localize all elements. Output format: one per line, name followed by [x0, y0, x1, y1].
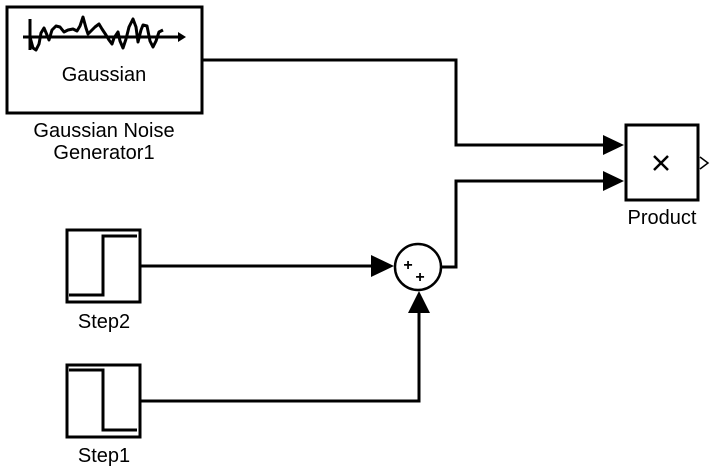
step-down-icon [69, 368, 137, 432]
step2-label[interactable]: Step2 [77, 311, 131, 333]
arrowhead-icon [408, 291, 430, 313]
signal-line-step1-to-sum[interactable] [140, 312, 421, 403]
noise-waveform-icon [23, 15, 186, 52]
step1-block[interactable] [65, 363, 142, 439]
sum-block[interactable]: + + [393, 242, 443, 292]
arrowhead-icon [603, 171, 624, 191]
gaussian-block-label[interactable]: Gaussian Noise Generator1 [0, 120, 208, 164]
step2-block[interactable] [65, 228, 142, 304]
sum-sign-1: + [403, 257, 412, 274]
product-output-port-icon[interactable] [699, 156, 710, 170]
signal-line-gaussian-to-product[interactable] [202, 58, 606, 147]
step-up-icon [69, 234, 137, 297]
product-block-frame[interactable] [624, 123, 700, 202]
gaussian-label-line-1: Gaussian Noise [33, 120, 175, 142]
step1-label[interactable]: Step1 [77, 445, 131, 467]
product-block[interactable] [624, 123, 710, 202]
multiply-icon [653, 155, 669, 171]
gaussian-noise-block[interactable]: Gaussian [5, 5, 204, 115]
connections [140, 58, 624, 403]
arrowhead-icon [603, 135, 624, 155]
product-label[interactable]: Product [627, 207, 697, 229]
arrowhead-icon [371, 255, 394, 277]
gaussian-label-line-2: Generator1 [53, 142, 155, 164]
sum-sign-2: + [415, 269, 424, 286]
gaussian-block-text: Gaussian [62, 64, 147, 86]
signal-line-sum-to-product[interactable] [441, 179, 606, 269]
gaussian-block-frame[interactable] [5, 5, 204, 115]
